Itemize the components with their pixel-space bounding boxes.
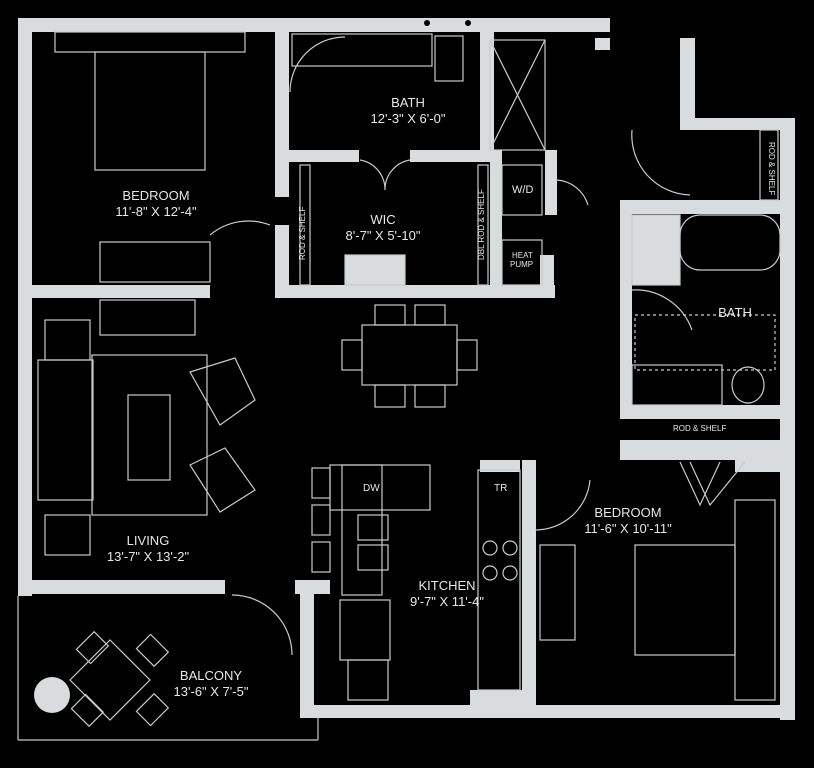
room-name: LIVING [126,533,170,548]
room-dims: 9'-7" X 11'-4" [410,594,484,609]
balcony-planter [34,677,70,713]
dishwasher-label: DW [363,483,380,494]
room-dims: 11'-6" X 10'-11" [584,521,672,536]
bath-closet-rod-shelf-label: ROD & SHELF [767,142,776,196]
room-bath-2: BATH [718,305,752,321]
room-name: BATH [391,95,425,110]
bedroom-closet-rod-shelf-label: ROD & SHELF [673,424,727,433]
trash-label: TR [494,483,508,494]
room-name: KITCHEN [418,578,476,593]
fixtures-outline [17,31,781,741]
room-dims: 13'-7" X 13'-2" [106,549,190,564]
room-dims: 12'-3" X 6'-0" [370,111,446,126]
heat-pump-label-2: PUMP [510,260,534,269]
wic-dbl-rod-shelf-label: DBL ROD & SHELF [477,189,486,260]
room-name: BATH [718,305,752,320]
room-dims: 8'-7" X 5'-10" [345,228,421,243]
room-name: BEDROOM [122,188,190,203]
heat-pump-label-1: HEAT [512,251,533,260]
room-name: WIC [370,212,396,227]
walls [18,18,795,720]
room-name: BALCONY [179,668,243,683]
wic-rod-shelf-label: ROD & SHELF [298,206,307,260]
room-dims: 13'-6" X 7'-5" [173,684,249,699]
washer-dryer-label: W/D [512,184,534,196]
room-dims: 11'-8" X 12'-4" [115,204,197,219]
room-name: BEDROOM [594,505,662,520]
